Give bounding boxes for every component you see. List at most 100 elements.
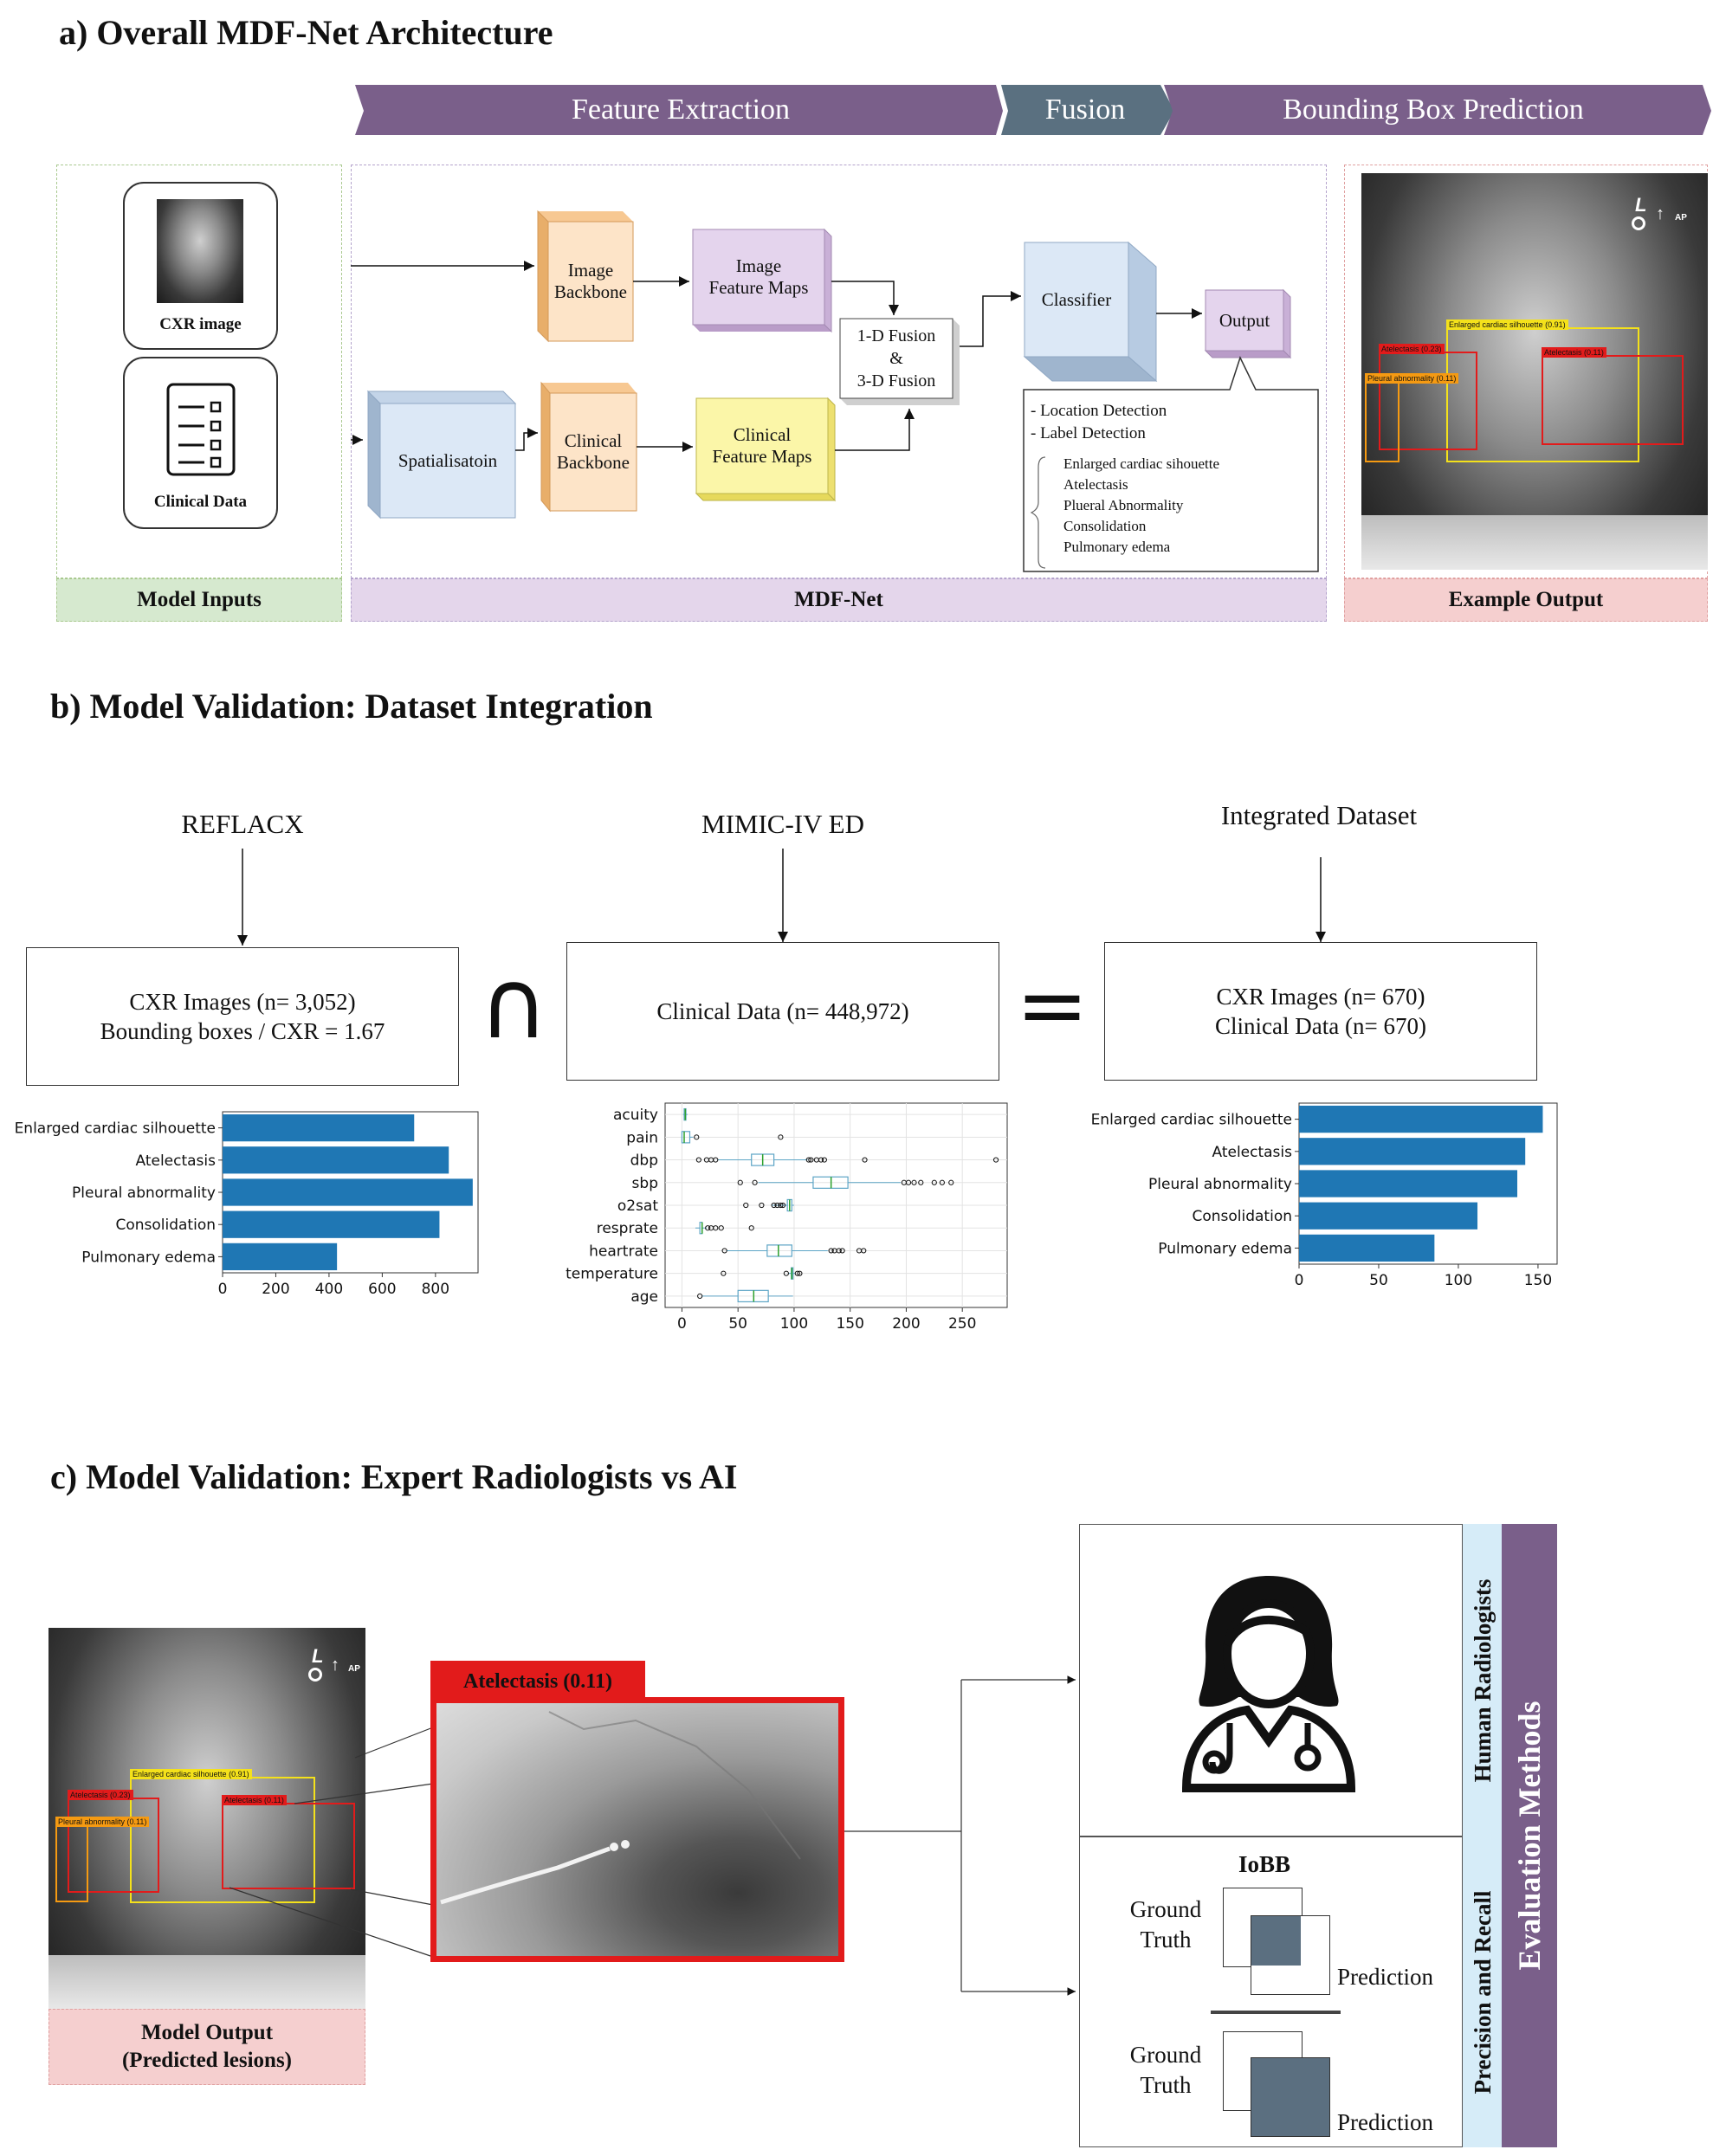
fusion-label: 1-D Fusion & 3-D Fusion: [856, 326, 936, 391]
y-tick-label: pain: [626, 1129, 658, 1146]
fusion-block: [839, 318, 960, 405]
marker-circle: [1632, 216, 1645, 230]
output-item: - Label Detection: [1031, 424, 1146, 442]
bbox-label: Atelectasis (0.23): [68, 1790, 133, 1800]
mdf-net-region: [351, 165, 1327, 578]
cxr-image-label: CXR image: [159, 315, 242, 333]
example-xray: L ↑ AP Enlarged cardiac silhouette (0.91…: [1361, 173, 1708, 570]
label-item: Enlarged cardiac sihouette: [1063, 455, 1219, 472]
evaluation-methods-text: Evaluation Methods: [1512, 1701, 1547, 1971]
output-label: Output: [1218, 309, 1270, 331]
y-tick-label: dbp: [630, 1152, 658, 1170]
arrow-up-icon: ↑: [1656, 204, 1665, 223]
outlier: [737, 1179, 743, 1185]
outlier: [694, 1134, 700, 1140]
integrated-label-chart: Enlarged cardiac silhouetteAtelectasisPl…: [1091, 1102, 1558, 1289]
zoom-label-tab: Atelectasis (0.11): [430, 1661, 645, 1702]
mdf-net-footer-text: MDF-Net: [794, 588, 883, 611]
bbox-label: Enlarged cardiac silhouette (0.91): [130, 1769, 252, 1779]
example-output-footer-text: Example Output: [1448, 588, 1604, 611]
x-tick-label: 50: [1369, 1272, 1388, 1289]
outlier: [862, 1157, 868, 1163]
label-item: Plueral Abnormality: [1063, 497, 1184, 513]
bbox-label: Enlarged cardiac silhouette (0.91): [1446, 320, 1568, 330]
clinical-backbone-block: [540, 381, 637, 513]
clinical-feature-maps-block: [695, 397, 837, 502]
evaluation-strip: [1502, 1524, 1557, 2147]
outlier: [752, 1179, 758, 1185]
outlier: [713, 1225, 719, 1231]
outlier: [948, 1179, 954, 1185]
integrated-line: Clinical Data (n= 670): [1215, 1013, 1426, 1039]
output-block: [1204, 288, 1292, 359]
model-inputs-footer-text: Model Inputs: [137, 588, 262, 611]
clinical-data-card: Clinical Data: [123, 357, 278, 529]
x-tick-label: 100: [780, 1315, 808, 1333]
mimic-line: Clinical Data (n= 448,972): [656, 997, 909, 1024]
outlier: [748, 1225, 754, 1231]
y-tick-label: Consolidation: [115, 1217, 216, 1234]
outlier: [794, 1270, 800, 1276]
zoom-label-text: Atelectasis (0.11): [463, 1669, 612, 1693]
precision-recall-text: Precision and Recall: [1469, 1890, 1496, 2095]
arrow-up-icon: ↑: [331, 1656, 339, 1675]
outlier: [705, 1225, 711, 1231]
y-tick-label: Pleural abnormality: [1148, 1176, 1292, 1193]
pred-box-bottom: [1251, 2057, 1330, 2137]
image-backbone-block: [537, 210, 634, 343]
ground-truth-label-bottom: Ground Truth: [1129, 2042, 1202, 2098]
xray-bottom-band: [1361, 515, 1708, 570]
outlier: [808, 1157, 814, 1163]
y-tick-label: sbp: [632, 1175, 658, 1192]
bbox-atelectasis-right: [222, 1803, 355, 1889]
clinical-form-icon: [166, 383, 236, 476]
panel-b-arrows: [237, 849, 1326, 946]
label-brace: [1030, 456, 1046, 569]
outlier: [836, 1248, 842, 1254]
model-output-footer-text: Model Output (Predicted lesions): [121, 2021, 293, 2072]
precision-strip: [1462, 1836, 1502, 2147]
marker-l: L: [1635, 194, 1647, 216]
clinical-feature-maps-label: Clinical Feature Maps: [712, 424, 812, 467]
x-tick-label: 200: [262, 1281, 289, 1298]
evaluation-methods-label: Evaluation Methods: [1505, 1524, 1554, 2147]
bar: [223, 1146, 449, 1174]
intersection-operator: ∩: [478, 949, 549, 1060]
bbox-label: Atelectasis (0.11): [1542, 347, 1606, 358]
outlier: [695, 1157, 701, 1163]
box: [681, 1131, 691, 1144]
x-tick-label: 0: [677, 1315, 687, 1333]
y-tick-label: Pulmonary edema: [1158, 1240, 1292, 1257]
integrated-box: CXR Images (n= 670) Clinical Data (n= 67…: [1104, 942, 1537, 1081]
cxr-image-card: CXR image: [123, 182, 278, 350]
bbox-atelectasis-right: [1542, 355, 1684, 445]
bar: [223, 1178, 473, 1206]
y-tick-label: age: [630, 1288, 658, 1306]
stage-label-2: Bounding Box Prediction: [1283, 94, 1584, 126]
y-tick-label: Enlarged cardiac silhouette: [1091, 1112, 1292, 1129]
bbox-label: Atelectasis (0.11): [222, 1795, 287, 1805]
marker-l: L: [312, 1645, 324, 1667]
panel-c-title: c) Model Validation: Expert Radiologists…: [50, 1457, 738, 1496]
bar: [1299, 1170, 1518, 1197]
x-tick-label: 100: [1445, 1272, 1472, 1289]
outlier: [778, 1202, 784, 1209]
outlier: [721, 1248, 727, 1254]
image-feature-maps-label: Image Feature Maps: [708, 255, 809, 298]
outlier: [861, 1248, 867, 1254]
label-list: Enlarged cardiac sihouette Atelectasis P…: [1063, 454, 1219, 558]
example-output-footer: Example Output: [1344, 578, 1708, 622]
bar: [223, 1243, 338, 1271]
y-tick-label: o2sat: [617, 1197, 658, 1215]
output-callout: [1023, 355, 1319, 572]
y-tick-label: Pleural abnormality: [72, 1185, 216, 1202]
outlier: [828, 1248, 834, 1254]
bar: [1299, 1138, 1526, 1165]
bar: [223, 1210, 440, 1238]
y-tick-label: Atelectasis: [1212, 1144, 1292, 1161]
marker-ap: AP: [1675, 213, 1687, 223]
outlier: [697, 1293, 703, 1299]
model-inputs-footer: Model Inputs: [56, 578, 342, 622]
outlier: [783, 1270, 789, 1276]
bbox-pleural: [1365, 381, 1399, 462]
